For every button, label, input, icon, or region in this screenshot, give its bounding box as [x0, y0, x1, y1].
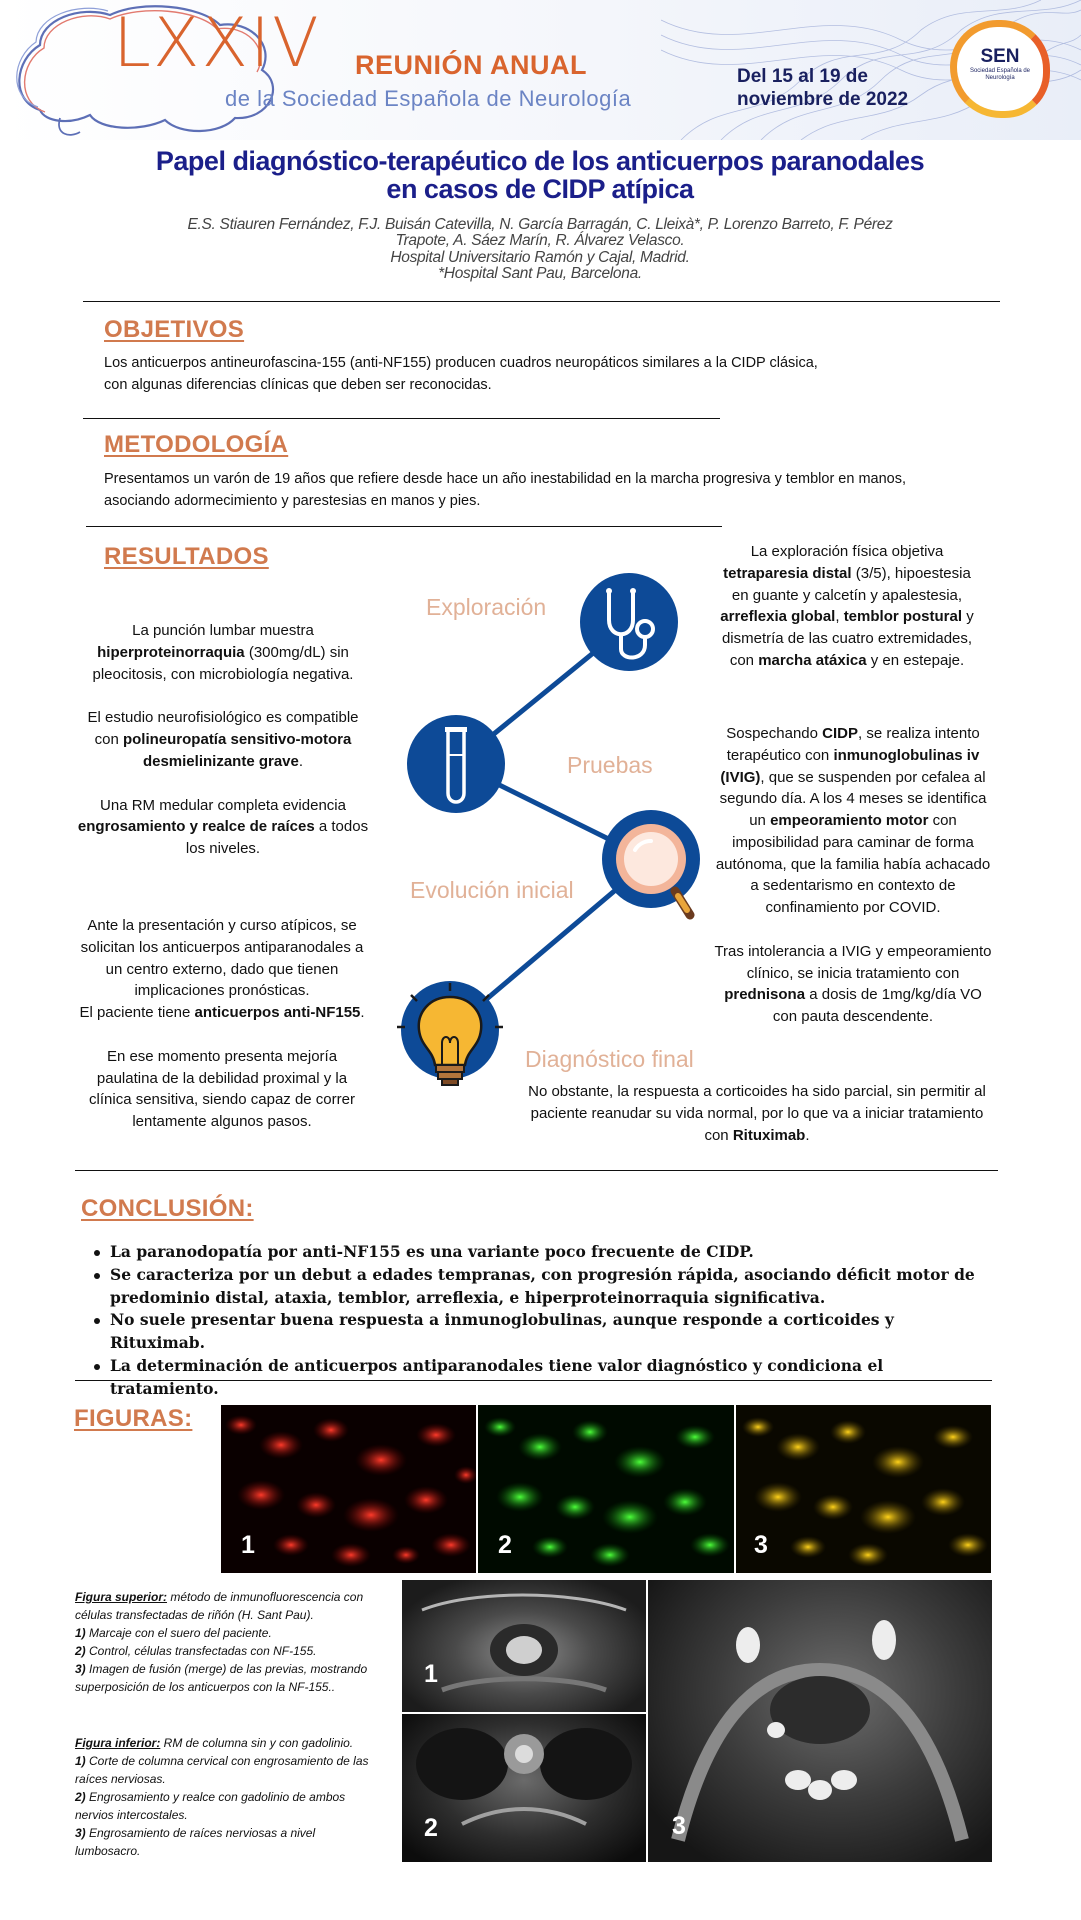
timeline-label-evolucion: Evolución inicial [410, 877, 574, 903]
figure-immunofluorescence-green: 2 [478, 1405, 734, 1573]
poster-title: Papel diagnóstico-terapéutico de los ant… [80, 147, 1000, 204]
lumbar-puncture-paragraph: La punción lumbar muestra hiperproteinor… [92, 622, 354, 683]
magnifier-icon [602, 810, 700, 920]
title-line-2: en casos de CIDP atípica [386, 174, 694, 205]
title-line-1: Papel diagnóstico-terapéutico de los ant… [155, 146, 925, 176]
caption-inferior: Figura inferior: RM de columna sin y con… [75, 1736, 369, 1858]
affiliation-1: Hospital Universitario Ramón y Cajal, Ma… [390, 248, 690, 266]
figure-mri-cervical: 1 [402, 1580, 646, 1712]
physical-exam-paragraph: La exploración física objetiva tetrapare… [720, 543, 974, 669]
stethoscope-icon [580, 573, 678, 671]
final-diagnosis-paragraph: No obstante, la respuesta a corticoides … [528, 1083, 986, 1144]
mri-lumbosacral-image [671, 1620, 969, 1842]
caption-superior: Figura superior: método de inmunofluores… [75, 1590, 368, 1694]
lightbulb-icon [397, 981, 503, 1086]
resultados-heading: RESULTADOS [104, 543, 269, 570]
authors-block: E.S. Stiauren Fernández, F.J. Buisán Cat… [120, 216, 960, 282]
authors-line-1: E.S. Stiauren Fernández, F.J. Buisán Cat… [187, 216, 893, 233]
timeline-label-pruebas: Pruebas [567, 752, 653, 778]
conclusion-list: La paranodopatía por anti-NF155 es una v… [94, 1241, 994, 1400]
test-tube-icon [407, 715, 505, 813]
dates-line-1: Del 15 al 19 de [737, 66, 868, 87]
brain-outline-graphic [16, 5, 274, 136]
society-name: de la Sociedad Española de Neurología [225, 86, 632, 111]
metodologia-line-1: Presentamos un varón de 19 años que refi… [104, 471, 907, 487]
mri-paragraph: Una RM medular completa evidencia engros… [77, 796, 369, 858]
figure-mri-thoracic: 2 [402, 1714, 646, 1862]
timeline-label-exploracion: Exploración [426, 594, 547, 620]
divider [75, 1380, 992, 1381]
figure-label: 1 [424, 1660, 438, 1688]
congress-dates: Del 15 al 19 de noviembre de 2022 [737, 66, 937, 112]
figure-label: 2 [424, 1814, 438, 1842]
congress-header: LXXIV REUNIÓN ANUAL de la Sociedad Españ… [0, 0, 1081, 140]
decorative-wave-lines [661, 0, 1081, 140]
sen-logo-text: SEN [980, 46, 1020, 67]
sen-logo-ring [950, 20, 1050, 118]
divider [83, 301, 1000, 302]
figure-immunofluorescence-merge: 3 [736, 1405, 991, 1573]
meeting-name: REUNIÓN ANUAL [355, 50, 587, 80]
improvement-paragraph: En ese momento presenta mejoría paulatin… [89, 1047, 355, 1130]
figuras-heading: FIGURAS: [74, 1405, 193, 1432]
resultados-right-column-lower: Sospechando CIDP, se realiza intento ter… [704, 723, 1002, 1028]
antibodies-paragraph: Ante la presentación y curso atípicos, s… [79, 917, 365, 1021]
metodologia-line-2: asociando adormecimiento y parestesias e… [104, 492, 481, 509]
resultados-right-column: La exploración física objetiva tetrapare… [698, 541, 996, 672]
figure-label: 2 [498, 1531, 512, 1559]
objetivos-heading: OBJETIVOS [104, 316, 245, 343]
affiliation-2: *Hospital Sant Pau, Barcelona. [438, 264, 642, 282]
resultados-left-column-lower: Ante la presentación y curso atípicos, s… [66, 915, 378, 1133]
mri-thoracic-image [416, 1728, 632, 1826]
metodologia-heading: METODOLOGÍA [104, 431, 289, 458]
resultados-left-column: La punción lumbar muestra hiperproteinor… [72, 620, 374, 860]
neurophysiology-paragraph: El estudio neurofisiológico es compatibl… [87, 709, 359, 770]
divider [86, 526, 722, 527]
sen-logo: SEN Sociedad Española de Neurología [950, 20, 1062, 120]
authors-line-2: Trapote, A. Sáez Marín, R. Álvarez Velas… [395, 232, 685, 250]
conclusion-item: La paranodopatía por anti-NF155 es una v… [94, 1241, 994, 1264]
cells-red-image [225, 1415, 476, 1567]
figure-label: 3 [754, 1531, 768, 1559]
cells-green-image [484, 1417, 730, 1567]
ivig-paragraph: Sospechando CIDP, se realiza intento ter… [715, 725, 991, 916]
prednisone-paragraph: Tras intolerancia a IVIG y empeoramiento… [714, 942, 992, 1025]
sen-logo-subtext: Sociedad Española de Neurología [969, 68, 1031, 81]
clinical-timeline [397, 573, 700, 1086]
divider [83, 418, 720, 419]
congress-edition: LXXIV [113, 4, 321, 83]
divider [75, 1170, 998, 1171]
objetivos-line-1: Los anticuerpos antineurofascina-155 (an… [104, 355, 818, 371]
metodologia-text: Presentamos un varón de 19 años que refi… [104, 469, 1024, 513]
conclusion-item: Se caracteriza por un debut a edades tem… [94, 1264, 994, 1310]
cells-merge-image [742, 1417, 988, 1567]
objetivos-text: Los anticuerpos antineurofascina-155 (an… [104, 353, 1004, 397]
conclusion-item: La determinación de anticuerpos antipara… [94, 1355, 994, 1401]
conclusion-heading: CONCLUSIÓN: [81, 1195, 254, 1222]
dates-line-2: noviembre de 2022 [737, 88, 909, 110]
conclusion-item: No suele presentar buena respuesta a inm… [94, 1309, 994, 1355]
figure-label: 1 [241, 1531, 255, 1559]
objetivos-line-2: con algunas diferencias clínicas que deb… [104, 376, 492, 393]
figure-label: 3 [672, 1812, 686, 1840]
figure-immunofluorescence-red: 1 [221, 1405, 476, 1573]
figure-mri-lumbosacral: 3 [648, 1580, 992, 1862]
mri-cervical-image [421, 1593, 627, 1693]
timeline-label-diagnostico: Diagnóstico final [525, 1046, 694, 1072]
